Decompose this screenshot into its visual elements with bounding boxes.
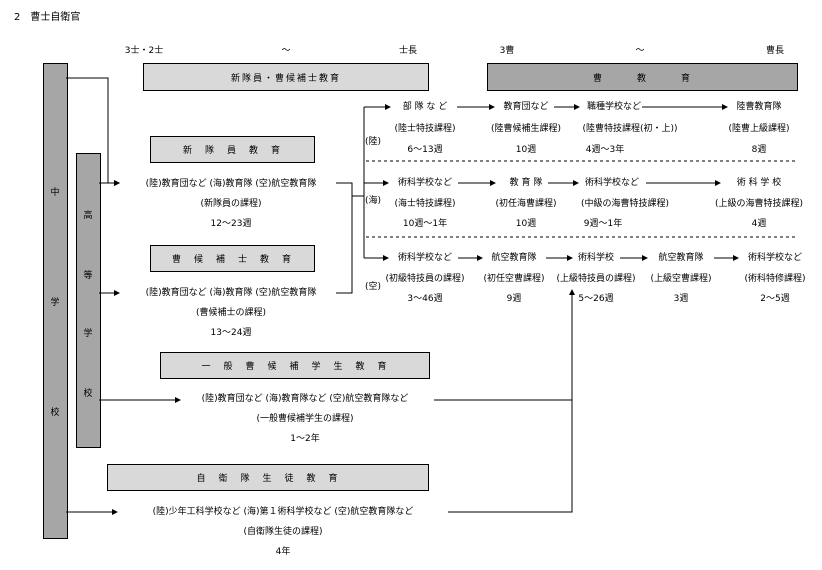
connector-new-recruit-to-bus xyxy=(336,182,353,196)
new-recruit-schools: (陸)教育団など (海)教育隊 (空)航空教育隊 xyxy=(145,179,317,189)
rank-end-right: 曹長 xyxy=(765,46,785,56)
nco-candidate-box: 曹 候 補 士 教 育 xyxy=(150,245,315,272)
sdf-student-course: (自衛隊生徒の課程) xyxy=(243,527,323,537)
navy-stage-4-duration: 4週 xyxy=(751,219,767,229)
air-stage-1-name: 術科学校など xyxy=(397,253,453,263)
navy-stage-2-duration: 10週 xyxy=(515,219,537,229)
army-stage-1-name: 部 隊 な ど xyxy=(402,102,448,112)
general-nco-student-box: 一 般 曹 候 補 学 生 教 育 xyxy=(160,352,430,379)
navy-stage-2-name: 教 育 隊 xyxy=(509,178,543,188)
rank-tilde-left: ～ xyxy=(281,46,291,56)
air-stage-5-duration: 2～5週 xyxy=(760,294,790,304)
connector-middle-to-new-recruit xyxy=(66,77,120,186)
army-stage-2-duration: 10週 xyxy=(515,145,537,155)
army-stage-4-course: (陸曹上級課程) xyxy=(728,124,790,134)
army-stage-3-course: (陸曹特技課程(初・上)) xyxy=(582,124,678,134)
connector-nco-candidate-to-bus xyxy=(336,196,353,294)
air-stage-2-duration: 9週 xyxy=(506,294,522,304)
navy-stage-1-duration: 10週～1年 xyxy=(402,219,448,229)
air-stage-2-course: (初任空曹課程) xyxy=(483,274,545,284)
army-stage-3-duration: 4週～3年 xyxy=(585,145,625,155)
army-stage-2-course: (陸曹候補生課程) xyxy=(490,124,562,134)
high-school-char-4: 校 xyxy=(83,389,93,399)
nco-candidate-schools: (陸)教育団など (海)教育隊 (空)航空教育隊 xyxy=(145,288,317,298)
middle-school-char-3: 校 xyxy=(50,408,60,418)
army-stage-2-name: 教育団など xyxy=(503,102,549,112)
sdf-student-duration: 4年 xyxy=(275,547,291,557)
navy-stage-1-course: (海士特技課程) xyxy=(394,199,456,209)
air-stage-4-name: 航空教育隊 xyxy=(658,253,704,263)
air-stage-5-course: (術科特修課程) xyxy=(744,274,806,284)
navy-stage-4-course: (上級の海曹特技課程) xyxy=(714,199,804,209)
army-stage-1-course: (陸士特技課程) xyxy=(394,124,456,134)
air-stage-4-duration: 3週 xyxy=(673,294,689,304)
new-recruit-nco-education-box: 新隊員・曹候補士教育 xyxy=(143,63,429,91)
sdf-student-schools: (陸)少年工科学校など (海)第１術科学校など (空)航空教育隊など xyxy=(152,507,414,517)
army-stage-4-name: 陸曹教育隊 xyxy=(736,102,782,112)
high-school-char-2: 等 xyxy=(83,271,93,281)
nco-candidate-duration: 13～24週 xyxy=(210,328,252,338)
air-stage-3-name: 術科学校 xyxy=(577,253,615,263)
middle-school-char-2: 学 xyxy=(50,298,60,308)
rank-tilde-right: ～ xyxy=(635,46,645,56)
air-stage-2-name: 航空教育隊 xyxy=(491,253,537,263)
rank-start-right: 3曹 xyxy=(499,46,515,56)
army-stage-4-duration: 8週 xyxy=(751,145,767,155)
navy-stage-3-course: (中級の海曹特技課程) xyxy=(580,199,670,209)
navy-stage-4-name: 術 科 学 校 xyxy=(736,178,782,188)
new-recruit-box: 新 隊 員 教 育 xyxy=(150,136,315,163)
general-nco-course: (一般曹候補学生の課程) xyxy=(256,414,354,424)
army-stage-1-duration: 6～13週 xyxy=(407,145,443,155)
branch-army-label: (陸) xyxy=(365,137,382,147)
general-nco-duration: 1～2年 xyxy=(290,434,320,444)
nco-education-box: 曹 教 育 xyxy=(487,63,798,91)
rank-start-left: 3士・2士 xyxy=(124,46,164,56)
middle-school-bar xyxy=(43,63,68,539)
nco-candidate-course: (曹候補士の課程) xyxy=(195,308,267,318)
high-school-bar xyxy=(76,153,101,448)
air-stage-3-duration: 5～26週 xyxy=(578,294,614,304)
air-stage-4-course: (上級空曹課程) xyxy=(650,274,712,284)
air-stage-3-course: (上級特技員の課程) xyxy=(556,274,636,284)
sdf-student-box: 自 衛 隊 生 徒 教 育 xyxy=(107,464,429,491)
navy-stage-1-name: 術科学校など xyxy=(397,178,453,188)
new-recruit-duration: 12～23週 xyxy=(210,219,252,229)
navy-stage-3-name: 術科学校など xyxy=(584,178,640,188)
connector-general-to-stage3 xyxy=(434,289,575,401)
general-nco-schools: (陸)教育団など (海)教育隊など (空)航空教育隊など xyxy=(201,394,409,404)
air-stage-1-course: (初級特技員の課程) xyxy=(385,274,465,284)
high-school-char-3: 学 xyxy=(83,329,93,339)
navy-stage-2-course: (初任海曹課程) xyxy=(495,199,557,209)
air-stage-5-name: 術科学校など xyxy=(747,253,803,263)
middle-school-char-1: 中 xyxy=(50,188,60,198)
new-recruit-course: (新隊員の課程) xyxy=(200,199,262,209)
army-stage-3-name: 職種学校など xyxy=(586,102,642,112)
connector-sdf-to-stage3 xyxy=(448,400,573,513)
rank-end-left: 士長 xyxy=(398,46,418,56)
section-title: 2 曹士自衛官 xyxy=(14,12,81,23)
branch-air-label: (空) xyxy=(365,282,382,292)
air-stage-1-duration: 3～46週 xyxy=(407,294,443,304)
navy-stage-3-duration: 9週～1年 xyxy=(583,219,623,229)
branch-navy-label: (海) xyxy=(365,196,382,206)
high-school-char-1: 高 xyxy=(83,211,93,221)
